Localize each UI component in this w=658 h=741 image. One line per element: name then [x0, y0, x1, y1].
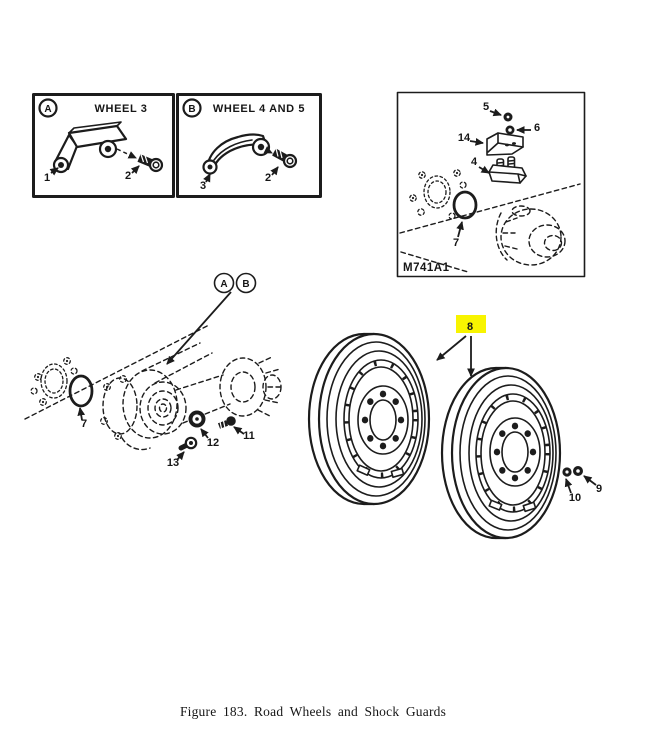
- washer-part10-center: [565, 470, 569, 474]
- axle-badge-b-circle: [235, 272, 257, 294]
- callout-13: 13: [167, 457, 179, 469]
- differential-housing-ghost: [100, 342, 231, 451]
- wheel-fasteners: 9 10: [562, 466, 602, 504]
- bracket-part14-drawing: [486, 132, 524, 156]
- seal-ring-part7-inset-drawing: [452, 190, 478, 220]
- panel-a-title: WHEEL 3: [95, 103, 148, 115]
- bolt-part11-drawing: [217, 416, 236, 429]
- wheel-left-bolt-holes: [361, 390, 405, 450]
- callout-12-arrow: [200, 428, 209, 439]
- axle-badge-leader: [166, 291, 232, 365]
- callout-10-arrow: [564, 478, 573, 494]
- wheel-right-bolt-holes: [493, 422, 537, 482]
- callout-12: 12: [207, 437, 219, 449]
- panel-b-badge-circle: [182, 98, 202, 118]
- panel-a-badge: A: [44, 104, 51, 115]
- panel-b-title: WHEEL 4 AND 5: [213, 103, 305, 115]
- callout-14-arrow: [469, 138, 484, 146]
- callout-1-arrow: [49, 167, 59, 176]
- callout-11-arrow: [233, 426, 245, 435]
- callout-9: 9: [596, 483, 602, 495]
- highlight-callout-8: 8: [436, 315, 486, 377]
- gasket-ghost-inset-inner: [427, 180, 447, 204]
- road-wheel-left-drawing: [307, 332, 431, 506]
- seal-ring-part7-axle-drawing: [68, 374, 94, 408]
- callout-1: 1: [44, 172, 50, 184]
- shock-guard-wheel3-drawing: [52, 121, 128, 174]
- bolt-holes-ghost-inset: [409, 169, 467, 220]
- callout-2b: 2: [265, 172, 271, 184]
- callout-11: 11: [243, 430, 255, 442]
- callout-3-arrow: [203, 173, 211, 183]
- model-label: M741A1: [403, 262, 450, 274]
- callout-7-inset-arrow: [456, 221, 464, 238]
- callout-3: 3: [200, 180, 206, 192]
- gasket-ghost-inset: [423, 175, 451, 209]
- axle-assembly-drawing: A B: [24, 272, 285, 469]
- figure-caption: Figure 183. Road Wheels and Shock Guards: [180, 704, 446, 719]
- callout-7-axle-arrow: [77, 407, 86, 421]
- bolt-drawing-panel-a: [137, 154, 164, 173]
- callout-9-arrow: [583, 475, 597, 486]
- screw-part13-drawing: [178, 436, 198, 451]
- callout-6: 6: [534, 122, 540, 134]
- callout-4-arrow: [478, 165, 490, 174]
- axle-centerline: [24, 324, 210, 420]
- callout-2a: 2: [125, 170, 131, 182]
- gasket-ghost-axle: [40, 363, 68, 399]
- panel-b-bolt-leader: [263, 146, 273, 154]
- callout-7-inset: 7: [453, 237, 459, 249]
- callout-8: 8: [467, 321, 473, 333]
- panel-b-badge: B: [188, 104, 195, 115]
- grommet-part12-dot: [195, 417, 199, 421]
- callout-14: 14: [458, 132, 471, 144]
- inset-centerline-2: [400, 251, 469, 273]
- inset-border: [396, 91, 586, 278]
- bolt-drawing-panel-b: [272, 148, 298, 169]
- callout-10: 10: [569, 492, 581, 504]
- panel-a-badge-circle: [38, 98, 58, 118]
- axle-badge-a-circle: [213, 272, 235, 294]
- hub-ghost-inset: [495, 205, 566, 266]
- panel-wheel-3: A WHEEL 3 1 2: [32, 93, 175, 198]
- search-highlight: [456, 315, 486, 333]
- callout-2a-arrow: [130, 165, 140, 175]
- axle-badge-b: B: [242, 279, 249, 290]
- callout-13-arrow: [176, 451, 185, 461]
- callout-7-axle: 7: [81, 418, 87, 430]
- washer-part6-center: [508, 128, 512, 132]
- axle-badge-a: A: [220, 279, 227, 290]
- panel-a-bolt-leader: [116, 148, 137, 159]
- nut-part5-center: [506, 115, 510, 119]
- callout-5: 5: [483, 101, 489, 113]
- inset-centerline: [399, 183, 581, 234]
- road-wheel-right-drawing: [440, 366, 562, 540]
- stud-block-part4-drawing: [488, 156, 527, 184]
- panel-wheel-4-5: B WHEEL 4 AND 5 3 2: [176, 93, 322, 198]
- callout-4: 4: [471, 156, 478, 168]
- nut-part9-center: [576, 469, 580, 473]
- callout-8-arrow-left: [436, 335, 467, 361]
- callout-5-arrow: [489, 108, 502, 117]
- inset-m741a1: M741A1 5 6 14: [396, 91, 586, 278]
- bolt-holes-ghost-axle: [30, 357, 78, 406]
- hub-flange-ghost: [219, 356, 285, 417]
- callout-2b-arrow: [270, 166, 279, 176]
